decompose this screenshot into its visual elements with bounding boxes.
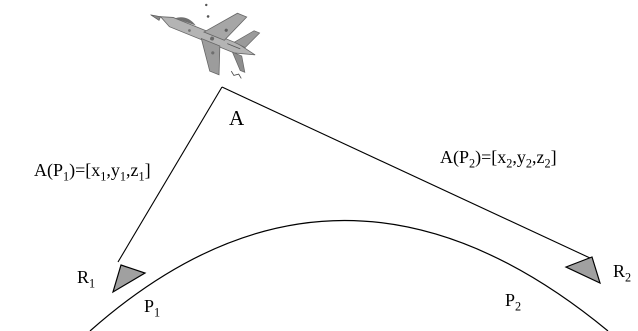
sight-line-right xyxy=(221,86,591,259)
point-left-label: P1 xyxy=(144,296,161,320)
vector-label-right: A(P2)=[x2,y2,z2] xyxy=(440,147,557,171)
fighter-jet-icon xyxy=(150,3,261,79)
point-right-label: P2 xyxy=(505,290,522,314)
sight-line-left xyxy=(117,86,223,263)
receiver-right-icon xyxy=(564,256,601,285)
receiver-left-icon xyxy=(111,264,147,294)
aircraft-label: A xyxy=(229,106,245,130)
earth-surface-arc xyxy=(89,219,609,331)
receiver-left-label: R1 xyxy=(77,267,96,291)
receiver-right-label: R2 xyxy=(613,261,632,285)
vector-label-left: A(P1)=[x1,y1,z1] xyxy=(34,160,151,184)
